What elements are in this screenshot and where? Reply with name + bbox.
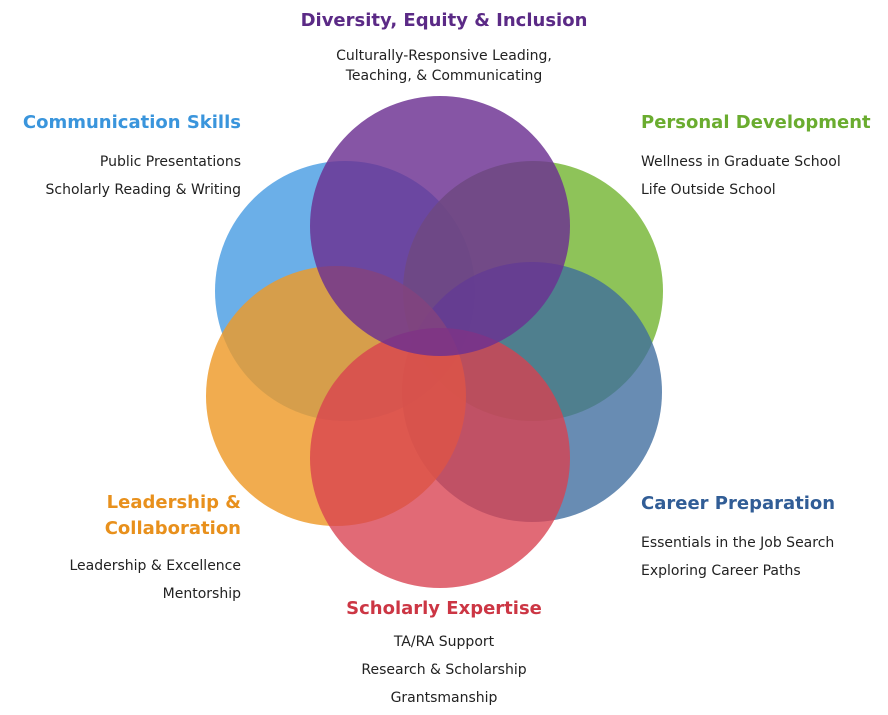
personal-label-block: Personal Development Wellness in Graduat… (641, 110, 886, 204)
personal-item: Wellness in Graduate School (641, 154, 841, 170)
leadership-items: Leadership & Excellence Mentorship (0, 552, 241, 608)
career-title: Career Preparation (641, 493, 836, 514)
career-label-block: Career Preparation Essentials in the Job… (641, 491, 886, 585)
personal-item: Life Outside School (641, 182, 776, 198)
personal-title: Personal Development (641, 112, 871, 133)
scholarly-items: TA/RA Support Research & Scholarship Gra… (244, 628, 644, 712)
scholarly-label-block: Scholarly Expertise TA/RA Support Resear… (244, 596, 644, 712)
communication-items: Public Presentations Scholarly Reading &… (0, 148, 241, 204)
career-item: Exploring Career Paths (641, 563, 801, 579)
dei-item: Culturally-Responsive Leading, (336, 48, 552, 64)
career-items: Essentials in the Job Search Exploring C… (641, 529, 886, 585)
dei-item: Teaching, & Communicating (345, 68, 543, 84)
dei-label-block: Diversity, Equity & Inclusion Culturally… (244, 8, 644, 86)
communication-item: Public Presentations (99, 154, 241, 170)
leadership-item: Mentorship (162, 586, 241, 602)
personal-items: Wellness in Graduate School Life Outside… (641, 148, 886, 204)
leadership-title: Leadership & Collaboration (104, 492, 241, 539)
career-item: Essentials in the Job Search (641, 535, 835, 551)
circle-scholarly (310, 328, 570, 588)
communication-title: Communication Skills (22, 112, 241, 133)
circle-dei (310, 96, 570, 356)
scholarly-item: TA/RA Support (393, 634, 495, 650)
leadership-label-block: Leadership & Collaboration Leadership & … (0, 490, 241, 608)
scholarly-title: Scholarly Expertise (346, 598, 542, 619)
leadership-item: Leadership & Excellence (69, 558, 241, 574)
communication-label-block: Communication Skills Public Presentation… (0, 110, 241, 204)
communication-item: Scholarly Reading & Writing (45, 182, 241, 198)
dei-title: Diversity, Equity & Inclusion (300, 10, 588, 31)
scholarly-item: Research & Scholarship (361, 662, 527, 678)
scholarly-item: Grantsmanship (390, 690, 498, 706)
dei-items: Culturally-Responsive Leading, Teaching,… (244, 46, 644, 86)
